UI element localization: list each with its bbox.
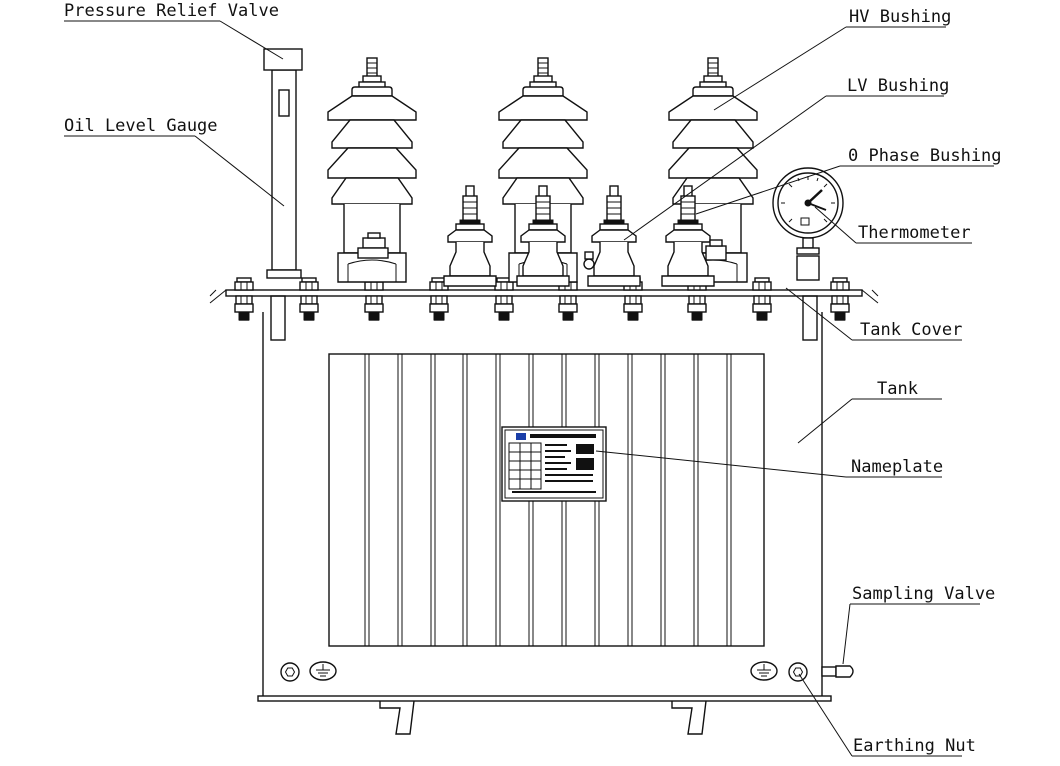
earth-symbol-right-icon <box>750 661 778 681</box>
label-lv-bushing: LV Bushing <box>847 76 949 96</box>
label-zero-phase-bushing: 0 Phase Bushing <box>848 146 1002 166</box>
nameplate <box>501 426 607 502</box>
label-tank: Tank <box>877 379 918 399</box>
zero-phase-fitting <box>705 239 727 261</box>
lv-bushing-1 <box>443 185 497 287</box>
oil-level-gauge <box>266 69 302 279</box>
label-oil-level-gauge: Oil Level Gauge <box>64 116 218 136</box>
tank-cover <box>209 289 879 341</box>
earth-symbol-left-icon <box>309 661 337 681</box>
label-nameplate: Nameplate <box>851 457 943 477</box>
lv-side-fitting <box>583 251 595 270</box>
tank-body <box>257 312 832 735</box>
nameplate-logo-icon <box>516 433 526 440</box>
label-tank-cover: Tank Cover <box>860 320 962 340</box>
leader-lines <box>64 20 994 757</box>
label-thermometer: Thermometer <box>858 223 971 243</box>
cover-bolts-lower <box>234 295 850 321</box>
label-sampling-valve: Sampling Valve <box>852 584 995 604</box>
thermometer <box>772 167 844 281</box>
sampling-valve <box>821 665 854 678</box>
earthing-nut-left <box>280 662 300 682</box>
label-earthing-nut: Earthing Nut <box>853 736 976 756</box>
hv-base-fitting <box>357 232 389 259</box>
earthing-nut-right <box>788 662 808 682</box>
label-pressure-relief-valve: Pressure Relief Valve <box>64 1 279 21</box>
label-hv-bushing: HV Bushing <box>849 7 951 27</box>
lv-bushing-3 <box>587 185 641 287</box>
pressure-relief-valve <box>263 48 303 71</box>
